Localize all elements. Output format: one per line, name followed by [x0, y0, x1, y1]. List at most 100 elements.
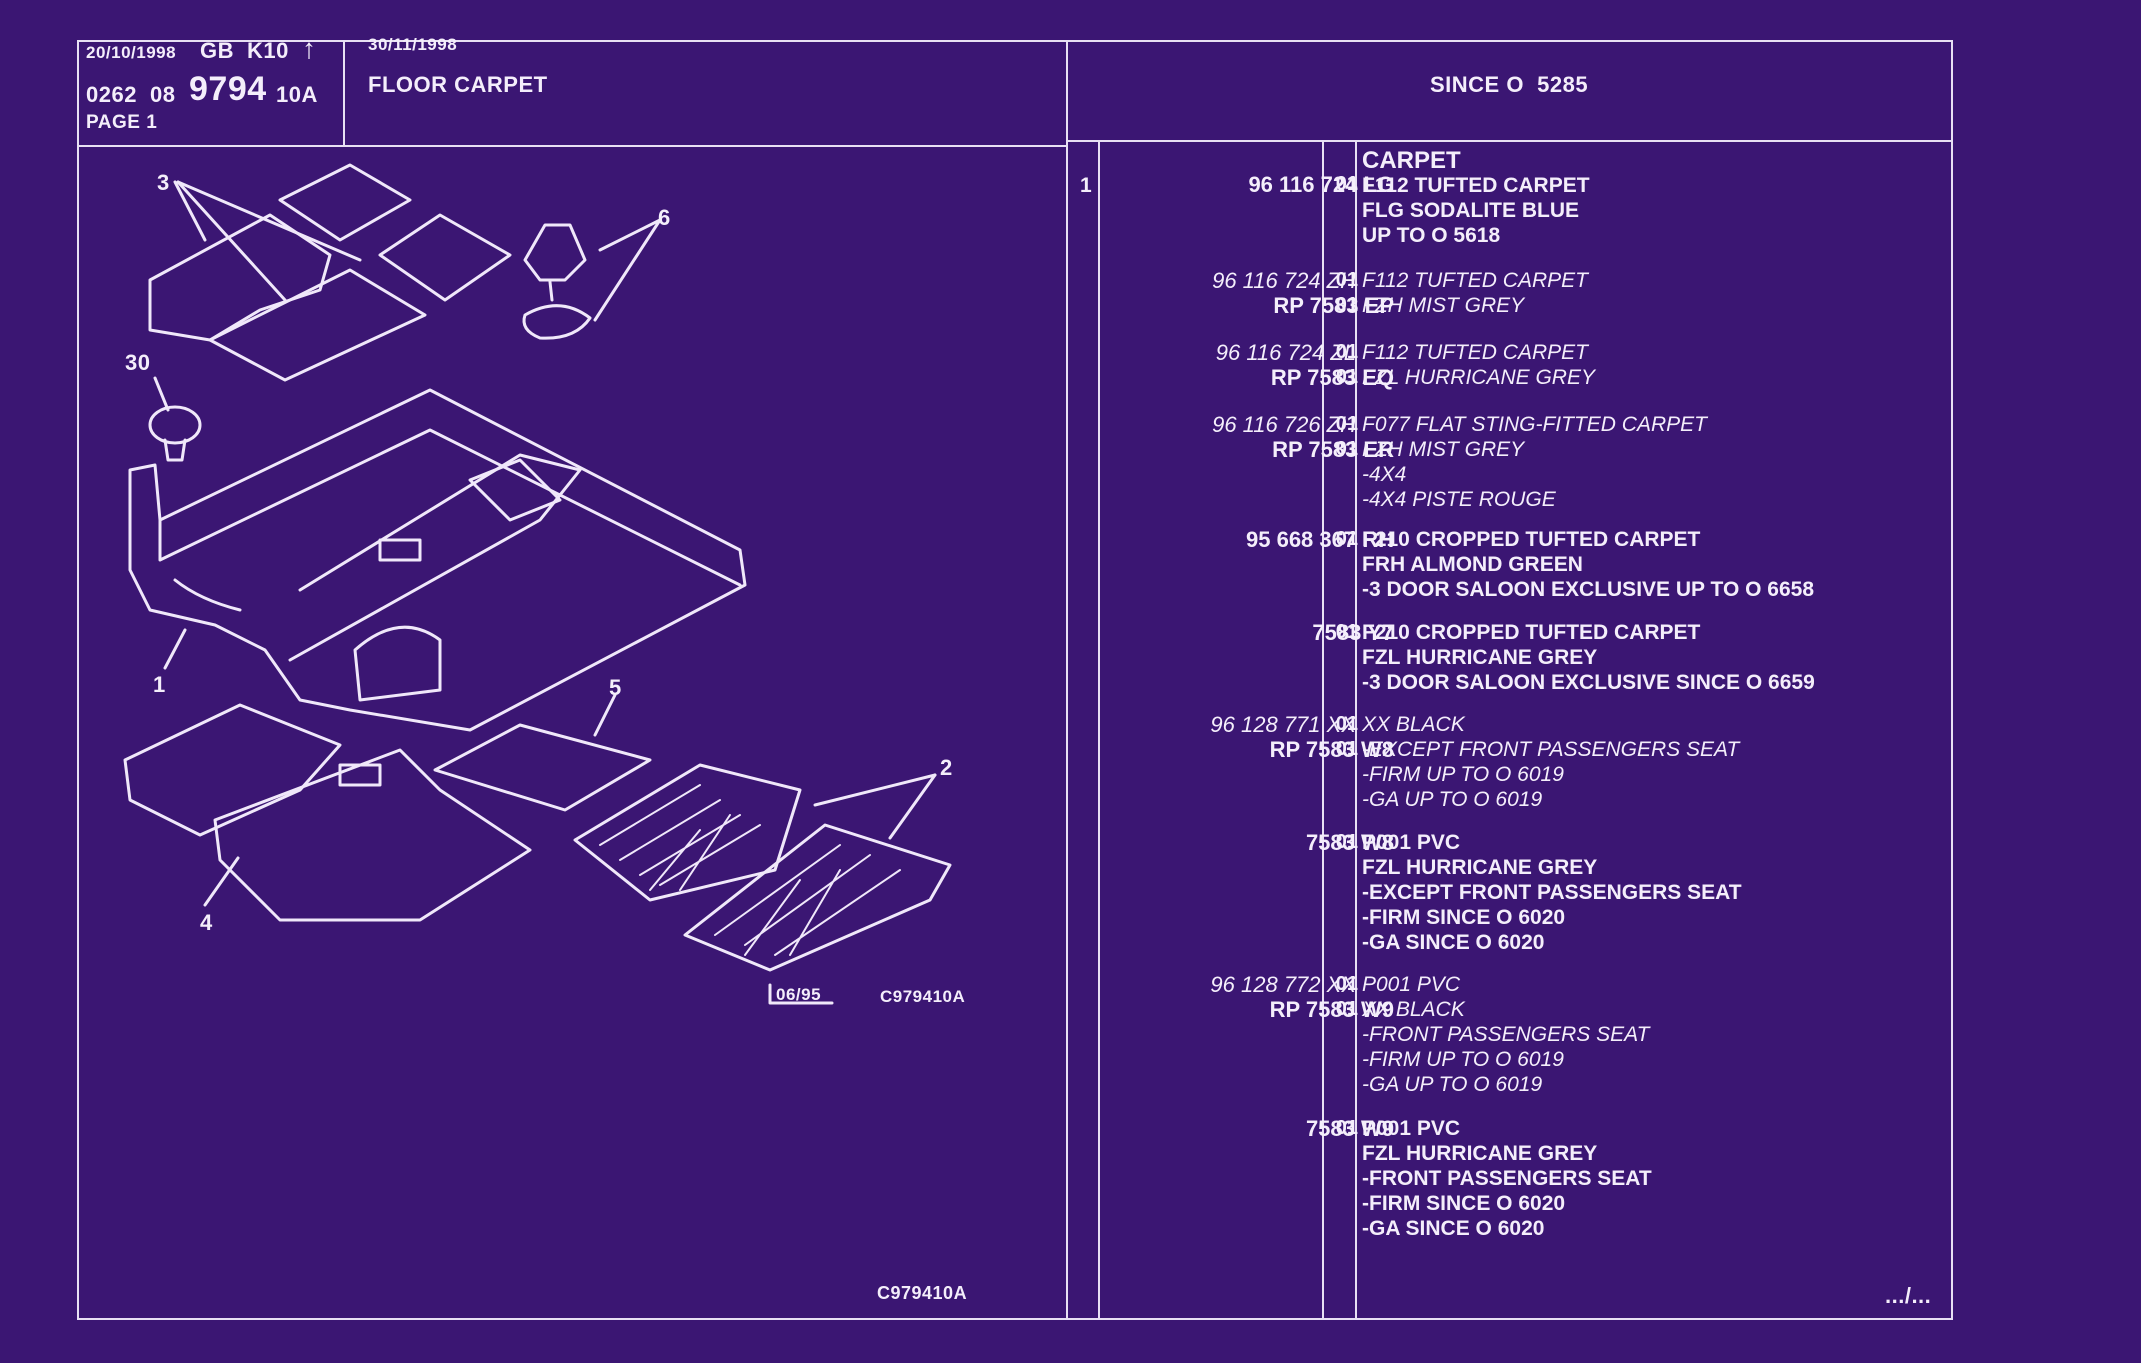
header-code-a: 0262	[86, 82, 137, 107]
callout-3: 3	[157, 170, 170, 195]
stamp-box	[768, 983, 834, 1005]
rubber-mat-2-right	[683, 823, 952, 972]
part-description-line: FZL HURRICANE GREY	[1362, 646, 1598, 669]
part-description-line: F077 FLAT STING-FITTED CARPET	[1362, 413, 1707, 436]
part-description-line: -FIRM UP TO O 6019	[1362, 1048, 1564, 1071]
part-qty: 01	[1335, 998, 1358, 1020]
part-ref: 96 116 726 ZH	[1212, 412, 1356, 437]
part-description-line: F112 TUFTED CARPET	[1362, 174, 1590, 197]
continuation-mark: .../...	[1885, 1283, 1932, 1308]
mat-3-left	[148, 213, 332, 342]
part-ref: RP 7583 EP	[1273, 293, 1394, 318]
part-description-line: -4X4	[1362, 463, 1407, 486]
part-ref: RP 7583 ER	[1272, 437, 1394, 462]
part-qtys: 01	[1326, 620, 1358, 645]
part-ref: 7583 W9	[1305, 1116, 1394, 1141]
part-index: 1	[1080, 174, 1092, 197]
diagram-ref-inner: C979410A	[880, 987, 966, 1006]
part-description-line: -GA SINCE O 6020	[1362, 931, 1545, 954]
part-description-line: -FRONT PASSENGERS SEAT	[1362, 1167, 1652, 1190]
part-description-line: -GA SINCE O 6020	[1362, 1217, 1545, 1240]
part-qty: 01	[1335, 1117, 1358, 1139]
part-ref: 96 128 772 XX	[1210, 972, 1356, 997]
part-refs: 7583 Y7	[1104, 620, 1394, 645]
mat-3-top	[278, 163, 412, 242]
header-code-b: 08	[150, 82, 176, 107]
part-description-line: P001 PVC	[1362, 831, 1461, 854]
header-code-d: 10A	[276, 82, 318, 107]
part-description-line: F112 TUFTED CARPET	[1362, 269, 1588, 292]
part-qty: 01	[1335, 713, 1358, 735]
part-description-line: -EXCEPT FRONT PASSENGERS SEAT	[1362, 881, 1742, 904]
part-description-line: XX BLACK	[1362, 713, 1465, 736]
diagram-stamp: 06/95	[776, 985, 822, 1004]
part-description-line: FZL HURRICANE GREY	[1362, 1142, 1598, 1165]
part-qty: 01	[1335, 294, 1358, 316]
diagram-ref-bottom: C979410A	[877, 1283, 968, 1303]
header-date-1: 20/10/1998	[86, 43, 177, 62]
part-refs: 95 668 367 RH	[1104, 527, 1394, 552]
header-market: GB	[200, 38, 234, 63]
mat-3-mid	[208, 268, 427, 382]
part-description-line: FZH MIST GREY	[1362, 294, 1525, 317]
part-qty: 01	[1335, 269, 1358, 291]
part-description-line: -EXCEPT FRONT PASSENGERS SEAT	[1362, 738, 1740, 761]
part-qtys: 01	[1326, 527, 1358, 552]
part-qty: 01	[1335, 413, 1358, 435]
header-model: K10	[247, 38, 289, 63]
rubber-mat-2-left	[573, 763, 802, 902]
part-description-line: FLG SODALITE BLUE	[1362, 199, 1579, 222]
part-description-line: -3 DOOR SALOON EXCLUSIVE UP TO O 6658	[1362, 578, 1815, 601]
part-description-line: CARPET	[1362, 147, 1461, 174]
part-ref: RP 7583 EQ	[1270, 365, 1394, 390]
callout-5: 5	[609, 675, 622, 700]
callout-1: 1	[153, 672, 166, 697]
part-qty: 01	[1335, 973, 1358, 995]
part-qty: 01	[1335, 528, 1358, 550]
part-description-line: F210 CROPPED TUFTED CARPET	[1362, 528, 1701, 551]
page-title: FLOOR CARPET	[368, 72, 548, 97]
sheet-border	[77, 40, 1953, 1320]
mat-3-right	[378, 213, 512, 302]
page-number: PAGE 1	[86, 112, 158, 133]
part-description-line: -4X4 PISTE ROUGE	[1362, 488, 1556, 511]
callout-2: 2	[940, 755, 953, 780]
part-description-line: -GA UP TO O 6019	[1362, 788, 1543, 811]
part-description-line: P001 PVC	[1362, 973, 1461, 996]
part-description-line: UP TO O 5618	[1362, 224, 1501, 247]
part-qty: 01	[1335, 341, 1358, 363]
callout-6: 6	[658, 205, 671, 230]
part-ref: 96 116 724 LG	[1248, 172, 1394, 197]
part-description: XX BLACK-EXCEPT FRONT PASSENGERS SEAT-FI…	[1362, 712, 1739, 812]
callout-4: 4	[200, 910, 213, 935]
part-qty: 01	[1335, 173, 1358, 195]
mat-5	[433, 723, 652, 812]
part-description-line: -FIRM UP TO O 6019	[1362, 763, 1564, 786]
part-ref: 96 116 724 ZH	[1212, 268, 1356, 293]
floor-pan-1	[128, 388, 747, 732]
part-description-line: F210 CROPPED TUFTED CARPET	[1362, 621, 1701, 644]
header-rule-left	[77, 145, 1066, 147]
part-ref: RP 7583 W8	[1269, 737, 1394, 762]
part-description-line: -FRONT PASSENGERS SEAT	[1362, 1023, 1650, 1046]
desc-column-rule	[1355, 140, 1357, 1320]
part-refs: 96 116 724 LG	[1104, 172, 1394, 197]
part-description-line: FZH MIST GREY	[1362, 438, 1525, 461]
part-description-line: P001 PVC	[1362, 1117, 1461, 1140]
since-label: SINCE O 5285	[1430, 72, 1589, 97]
part-description-line: FZL HURRICANE GREY	[1362, 856, 1598, 879]
part-description-line: FZL HURRICANE GREY	[1362, 366, 1595, 389]
